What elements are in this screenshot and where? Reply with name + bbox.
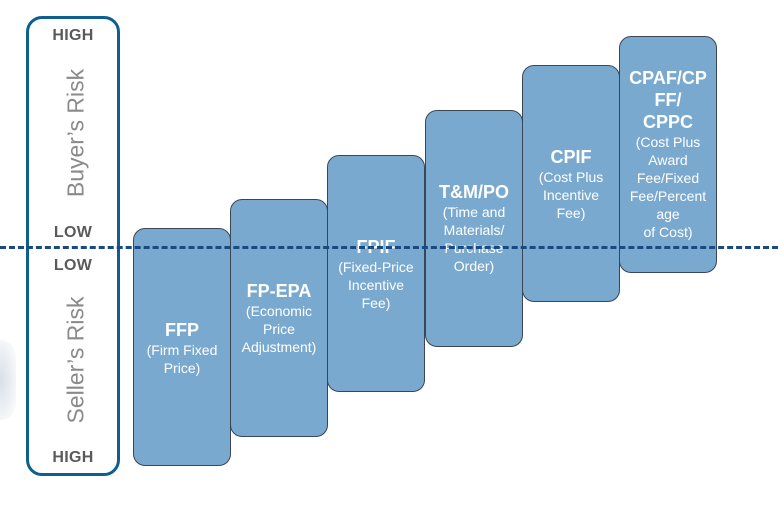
buyer-risk-label: Buyer’s Risk: [62, 68, 89, 198]
buyer-low-label: LOW: [53, 224, 93, 241]
step-subtitle: (Cost Plus Award Fee/Fixed Fee/Percent a…: [629, 134, 707, 240]
contract-step-ffp: FFP (Firm Fixed Price): [133, 228, 231, 466]
step-subtitle: (Economic Price Adjustment): [241, 303, 317, 355]
step-title: FP-EPA: [246, 281, 312, 301]
step-title: T&M/PO: [439, 182, 509, 202]
contract-step-fp-epa: FP-EPA (Economic Price Adjustment): [230, 199, 328, 437]
step-subtitle: (Cost Plus Incentive Fee): [538, 169, 604, 221]
buyer-high-label: HIGH: [52, 27, 94, 44]
seller-high-label: HIGH: [52, 449, 94, 466]
step-title: CPAF/CP FF/ CPPC: [629, 68, 707, 132]
edge-shadow: [0, 340, 16, 420]
step-title: FFP: [165, 320, 199, 340]
step-title: CPIF: [550, 147, 592, 167]
contract-step-fpif: FPIF (Fixed-Price Incentive Fee): [327, 155, 425, 392]
step-subtitle: (Time and Materials/ Purchase Order): [442, 204, 506, 274]
contract-step-cpaf-cpff-cppc: CPAF/CP FF/ CPPC (Cost Plus Award Fee/Fi…: [619, 36, 717, 273]
step-subtitle: (Firm Fixed Price): [146, 342, 218, 376]
contract-step-tm-po: T&M/PO (Time and Materials/ Purchase Ord…: [425, 110, 523, 347]
seller-risk-label: Seller’s Risk: [62, 296, 89, 424]
step-subtitle: (Fixed-Price Incentive Fee): [338, 259, 414, 311]
risk-divider-line: [0, 246, 778, 249]
seller-low-label: LOW: [53, 257, 93, 274]
contract-step-cpif: CPIF (Cost Plus Incentive Fee): [522, 65, 620, 302]
